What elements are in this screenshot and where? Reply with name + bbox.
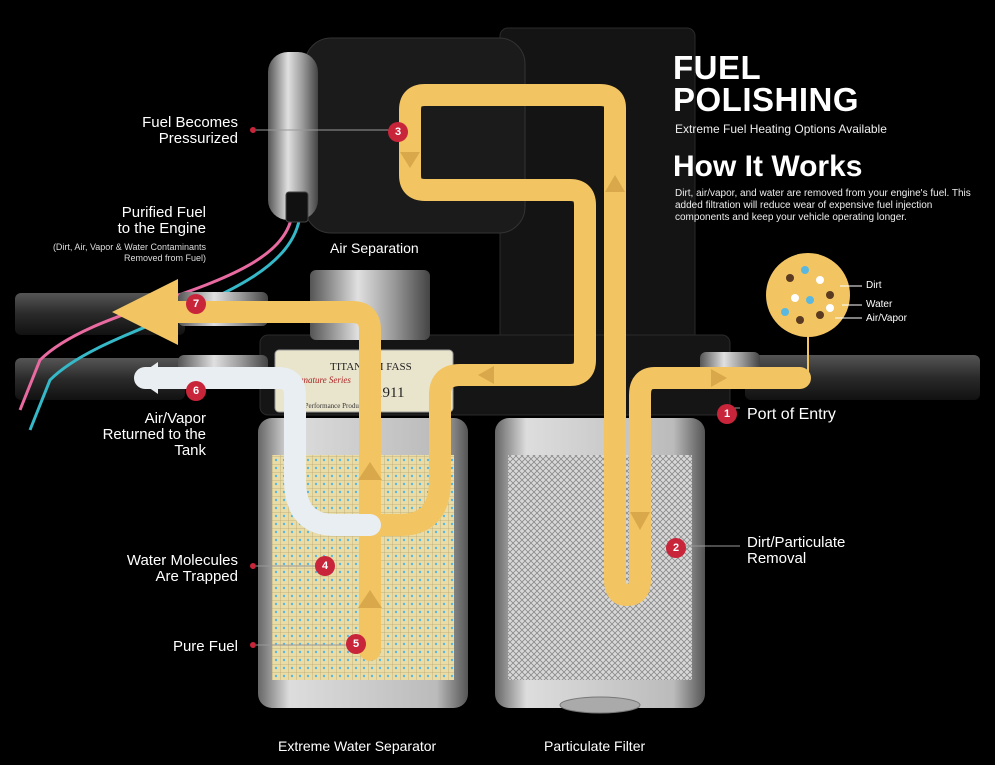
legend-dirt: Dirt xyxy=(866,280,882,291)
step-4-label: Water Molecules Are Trapped xyxy=(70,553,238,585)
particulate-filter-element xyxy=(508,455,692,680)
step-2-line2: Removal xyxy=(747,550,807,567)
arrow-down-3 xyxy=(711,369,727,387)
title-fuel: FUEL xyxy=(673,49,762,86)
pointer-dot-3 xyxy=(250,127,256,133)
arrow-engine xyxy=(135,296,158,328)
flow-filter-u xyxy=(604,174,651,606)
step-3-line1: Fuel Becomes xyxy=(142,114,238,131)
flow-motor-loop xyxy=(359,84,626,536)
air-separation-caption: Air Separation xyxy=(330,240,419,256)
how-it-works-title: How It Works xyxy=(673,150,863,183)
pointer-dot-5 xyxy=(250,642,256,648)
step-1-label: Port of Entry xyxy=(747,406,836,423)
flow-entry xyxy=(629,367,811,591)
arrow-return xyxy=(135,362,158,394)
step-7-note1: (Dirt, Air, Vapor & Water Contaminants xyxy=(52,242,206,252)
step-6-line2: Returned to the xyxy=(102,426,206,443)
fuel-flow xyxy=(112,84,811,661)
plate-model: 1911 xyxy=(375,385,404,401)
step-7-line1: Purified Fuel xyxy=(121,204,206,221)
arrow-up-2 xyxy=(358,590,382,608)
inlet-hose xyxy=(745,355,980,400)
arrow-left-1 xyxy=(478,366,494,384)
title-polishing: POLISHING xyxy=(673,81,860,118)
motor-connector xyxy=(285,191,309,223)
step-2-label: Dirt/Particulate Removal xyxy=(747,535,845,567)
step-7-label: Purified Fuel to the Engine (Dirt, Air, … xyxy=(40,205,206,264)
legend-water: Water xyxy=(866,299,893,310)
flow-to-engine xyxy=(112,279,381,661)
arrow-down-1 xyxy=(400,152,420,168)
step-6-label: Air/Vapor Returned to the Tank xyxy=(40,411,206,459)
step-6-line1: Air/Vapor xyxy=(144,410,206,427)
step-2-badge: 2 xyxy=(666,538,686,558)
description: Dirt, air/vapor, and water are removed f… xyxy=(675,188,971,223)
step-5-label: Pure Fuel xyxy=(172,638,238,655)
particulate-filter-caption: Particulate Filter xyxy=(544,738,646,754)
step-4-line1: Water Molecules xyxy=(126,552,238,569)
step-4-line2: Are Trapped xyxy=(155,568,238,585)
step-1-badge: 1 xyxy=(717,404,737,424)
step-7-note2: Removed from Fuel) xyxy=(123,253,206,263)
step-2-line1: Dirt/Particulate xyxy=(747,534,846,551)
step-7-line2: to the Engine xyxy=(117,220,206,237)
step-4-badge: 4 xyxy=(315,556,335,576)
filter-drain xyxy=(559,696,641,714)
pointer-dot-4 xyxy=(250,563,256,569)
water-separator-caption: Extreme Water Separator xyxy=(278,738,437,754)
flow-air-return xyxy=(134,367,381,536)
step-3-line2: Pressurized xyxy=(158,130,238,147)
arrow-up-3 xyxy=(358,462,382,480)
plate-line2: Signature Series xyxy=(292,375,351,385)
step-7-badge: 7 xyxy=(186,294,206,314)
legend-circle xyxy=(766,253,850,337)
legend-air: Air/Vapor xyxy=(866,313,907,324)
step-3-badge: 3 xyxy=(388,122,408,142)
subtitle: Extreme Fuel Heating Options Available xyxy=(675,122,887,136)
plate-line3: Diesel Performance Products, Inc. xyxy=(285,402,381,410)
motor-cap xyxy=(268,52,318,220)
legend-dots xyxy=(781,266,834,324)
step-6-line3: Tank xyxy=(174,442,206,459)
step-6-badge: 6 xyxy=(186,381,206,401)
arrow-up-1 xyxy=(605,175,625,192)
step-3-label: Fuel Becomes Pressurized xyxy=(100,115,238,147)
arrow-down-2 xyxy=(630,512,650,530)
step-5-badge: 5 xyxy=(346,634,366,654)
